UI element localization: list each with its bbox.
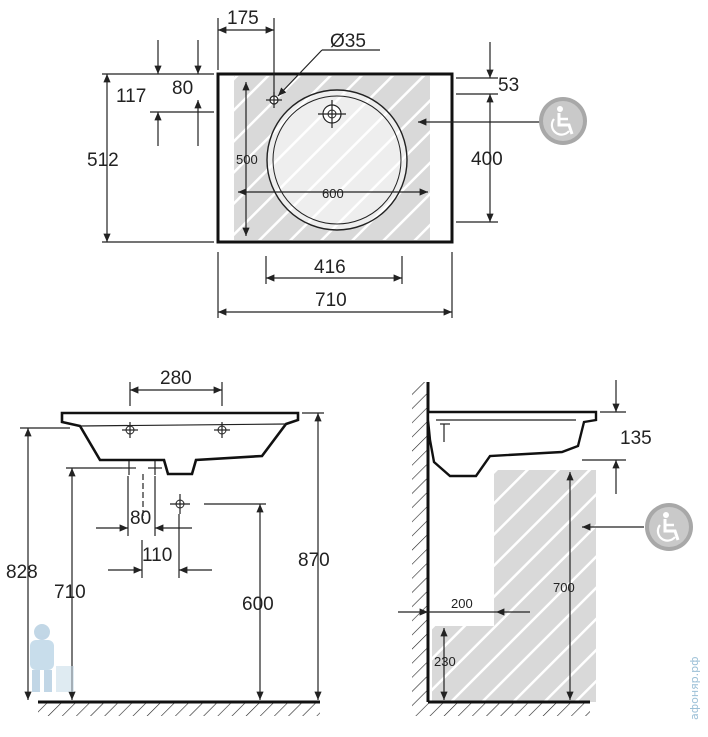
dim-117: 117 [116,86,146,107]
dim-135: 135 [620,428,652,449]
dim-710-front: 710 [54,582,86,603]
dim-710-top: 710 [315,290,347,311]
dim-416: 416 [314,257,346,278]
dim-175: 175 [227,8,259,29]
dim-110: 110 [142,545,172,566]
wall-hatch [412,382,428,716]
floor-hatch [428,702,590,716]
dim-870: 870 [298,550,330,571]
dim-400: 400 [471,149,503,170]
basin-outline [216,72,454,244]
dim-200: 200 [451,596,473,611]
knee-clearance-zone [432,470,596,702]
front-basin-outline [60,411,300,476]
plumber-mascot-icon [30,624,74,692]
dim-700: 700 [553,580,575,595]
dim-230: 230 [434,654,456,669]
dim-600-front: 600 [242,594,274,615]
top-view: 175 Ø35 117 80 512 500 600 53 400 [87,8,540,318]
side-view: 135 700 200 230 [398,380,652,716]
dim-512: 512 [87,150,119,171]
tap-hole-icon [122,422,230,438]
dim-53: 53 [498,75,519,96]
dim-280: 280 [160,368,192,389]
side-basin-outline [426,410,598,478]
dim-828: 828 [6,562,38,583]
front-view: 280 828 710 80 110 600 870 [6,368,330,716]
bowl-inner [272,95,402,225]
dim-80-front: 80 [130,508,151,529]
dim-500: 500 [236,152,258,167]
dim-diameter-35: Ø35 [330,31,366,52]
floor-hatch [38,702,320,716]
watermark: афоняр.рф [688,656,701,720]
dim-600-top: 600 [322,186,344,201]
drain-icon [122,461,190,520]
dim-80: 80 [172,78,193,99]
wheelchair-icon [539,97,587,145]
wheelchair-icon [645,503,693,551]
drain-icon [318,100,346,128]
